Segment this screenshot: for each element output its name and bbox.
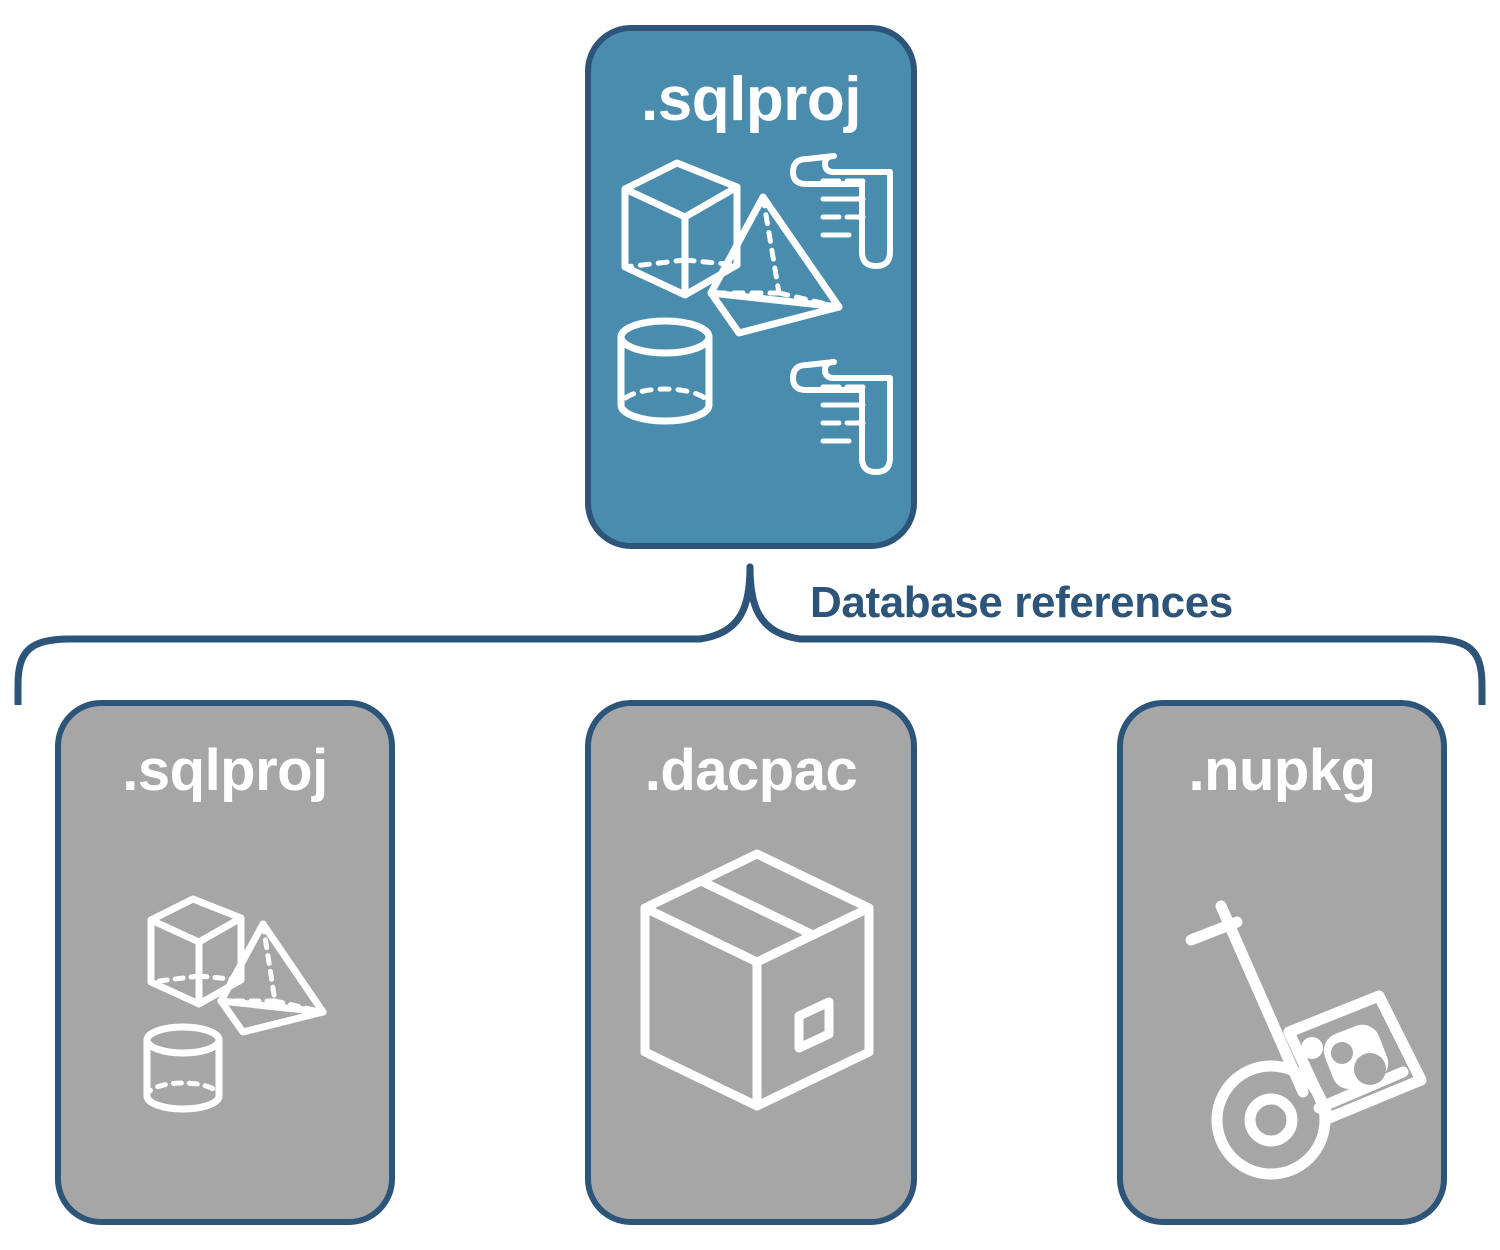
scroll-icon — [790, 153, 893, 269]
pyramid-wireframe-icon — [217, 920, 327, 1036]
card-art-nupkg — [1123, 800, 1441, 1219]
cube-wireframe-icon — [621, 159, 741, 299]
scroll-icon — [790, 359, 893, 475]
database-references-bracket — [14, 563, 1486, 705]
card-sqlproj-reference[interactable]: .sqlproj — [55, 700, 395, 1225]
cube-wireframe-icon — [147, 895, 245, 1008]
card-title-sqlproj-reference: .sqlproj — [122, 738, 328, 803]
cylinder-wireframe-icon — [143, 1023, 223, 1113]
nuget-logo-small-dot-icon — [1301, 1037, 1323, 1059]
bracket-label: Database references — [810, 578, 1233, 627]
card-sqlproj-root[interactable]: .sqlproj — [585, 25, 917, 549]
card-art-sqlproj-reference — [61, 800, 389, 1219]
card-nupkg[interactable]: .nupkg — [1117, 700, 1447, 1225]
card-title-dacpac: .dacpac — [644, 738, 858, 803]
card-title-nupkg: .nupkg — [1188, 738, 1376, 803]
card-dacpac[interactable]: .dacpac — [585, 700, 917, 1225]
shipping-box-icon — [640, 849, 874, 1111]
pyramid-wireframe-icon — [707, 193, 843, 337]
card-title-sqlproj-root: .sqlproj — [641, 65, 861, 134]
hand-truck-icon — [1185, 900, 1409, 1114]
nuget-package-icon — [1283, 990, 1427, 1124]
nuget-logo-dots-icon — [1331, 1042, 1386, 1085]
cylinder-wireframe-icon — [617, 317, 713, 425]
card-art-sqlproj-root — [591, 137, 911, 543]
card-art-dacpac — [591, 800, 911, 1219]
